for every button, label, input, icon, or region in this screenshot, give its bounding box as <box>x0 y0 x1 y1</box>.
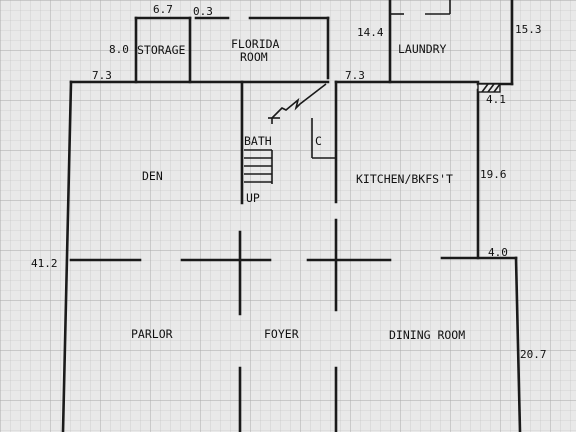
dimension-gap-top: 0.3 <box>193 5 213 18</box>
dimension-dining-side: 20.7 <box>520 348 547 361</box>
dining-room-label: DINING ROOM <box>389 328 465 342</box>
dimension-laundry-right: 15.3 <box>515 23 542 36</box>
dimension-storage-top: 6.7 <box>153 3 173 16</box>
storage-label: STORAGE <box>137 43 186 57</box>
stairs-up-label: UP <box>246 191 260 205</box>
dimension-kitchen-top: 7.3 <box>345 69 365 82</box>
interior-walls <box>69 80 392 432</box>
den-label: DEN <box>142 169 163 183</box>
dimension-chimney: 4.1 <box>486 93 506 106</box>
closet-label: C <box>315 134 322 148</box>
laundry-label: LAUNDRY <box>398 42 447 56</box>
chimney <box>477 83 501 93</box>
parlor-label: PARLOR <box>131 327 173 341</box>
dimension-den-top: 7.3 <box>92 69 112 82</box>
dimension-storage-side: 8.0 <box>109 43 129 56</box>
dimension-house-depth: 41.2 <box>31 257 58 270</box>
dimension-dining-offset: 4.0 <box>488 246 508 259</box>
dimension-laundry-left: 14.4 <box>357 26 384 39</box>
back-door-swing <box>271 83 327 119</box>
kitchen-label: KITCHEN/BKFS'T <box>356 172 453 186</box>
staircase <box>244 149 273 184</box>
foyer-label: FOYER <box>264 327 299 341</box>
dimension-kitchen-side: 19.6 <box>480 168 507 181</box>
rear-annex-walls <box>134 16 330 84</box>
florida-room-label-line2: ROOM <box>240 50 268 64</box>
bath-label: BATH <box>244 134 272 148</box>
exterior-walls <box>61 80 522 432</box>
florida-room-label: FLORIDA <box>231 37 280 51</box>
